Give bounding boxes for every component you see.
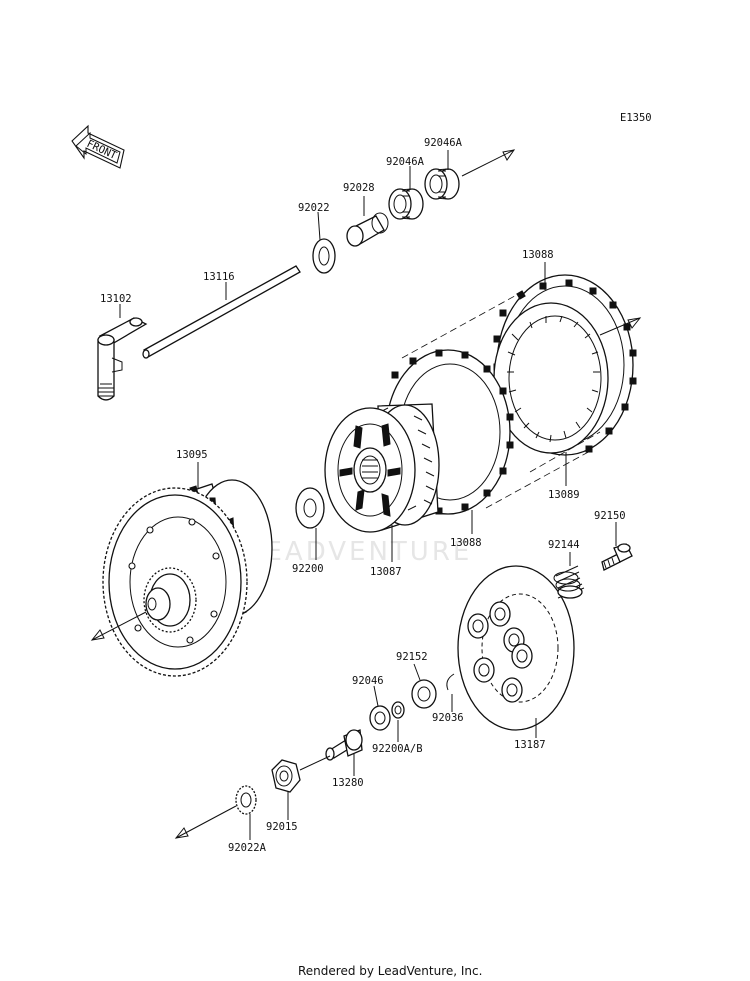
clutch-housing-13095[interactable]: [102, 479, 273, 677]
bearing-92152[interactable]: [411, 679, 437, 709]
label-13095: 13095: [176, 449, 208, 461]
label-13088-top: 13088: [522, 249, 554, 261]
label-92022: 92022: [298, 202, 330, 214]
label-13187: 13187: [514, 739, 546, 751]
pusher-13280[interactable]: [325, 729, 363, 761]
steel-plate-13089[interactable]: [493, 302, 609, 454]
watermark: LEADVENTURE: [248, 537, 472, 567]
bearing-92046[interactable]: [369, 705, 391, 731]
circlip-92036[interactable]: [446, 673, 455, 691]
needle-bearing-92046A-1[interactable]: [388, 188, 424, 220]
label-92046A-top: 92046A: [424, 137, 463, 149]
label-13116: 13116: [203, 271, 235, 283]
bolt-92150[interactable]: [601, 543, 633, 571]
nut-92015[interactable]: [271, 759, 301, 793]
spring-92144[interactable]: [553, 565, 585, 599]
pressure-plate-13187[interactable]: [457, 565, 575, 731]
label-13088-bot: 13088: [450, 537, 482, 549]
label-92046A-mid: 92046A: [386, 156, 425, 168]
label-13102: 13102: [100, 293, 132, 305]
diagram-code: E1350: [620, 112, 652, 124]
label-13087: 13087: [370, 566, 402, 578]
label-13089: 13089: [548, 489, 580, 501]
label-92036: 92036: [432, 712, 464, 724]
release-lever-13102[interactable]: [97, 317, 148, 401]
label-92028: 92028: [343, 182, 375, 194]
front-arrow-icon: FRONT: [71, 124, 125, 169]
label-92144: 92144: [548, 539, 580, 551]
footer-credit: Rendered by LeadVenture, Inc.: [298, 964, 482, 978]
washer-92022[interactable]: [312, 238, 336, 274]
label-92046: 92046: [352, 675, 384, 687]
label-92150: 92150: [594, 510, 626, 522]
label-13280: 13280: [332, 777, 364, 789]
spacer-92028[interactable]: [346, 212, 389, 247]
clutch-hub-13087[interactable]: [324, 403, 440, 533]
label-92200: 92200: [292, 563, 324, 575]
thrust-washer-92200[interactable]: [295, 487, 325, 529]
needle-bearing-92046A-2[interactable]: [424, 168, 460, 200]
lock-washer-92022A[interactable]: [235, 785, 257, 815]
label-92200AB: 92200A/B: [372, 743, 423, 755]
push-rod-13116[interactable]: [142, 265, 301, 359]
label-92015: 92015: [266, 821, 298, 833]
washer-92200AB[interactable]: [391, 701, 405, 719]
label-92022A: 92022A: [228, 842, 267, 854]
label-92152: 92152: [396, 651, 428, 663]
